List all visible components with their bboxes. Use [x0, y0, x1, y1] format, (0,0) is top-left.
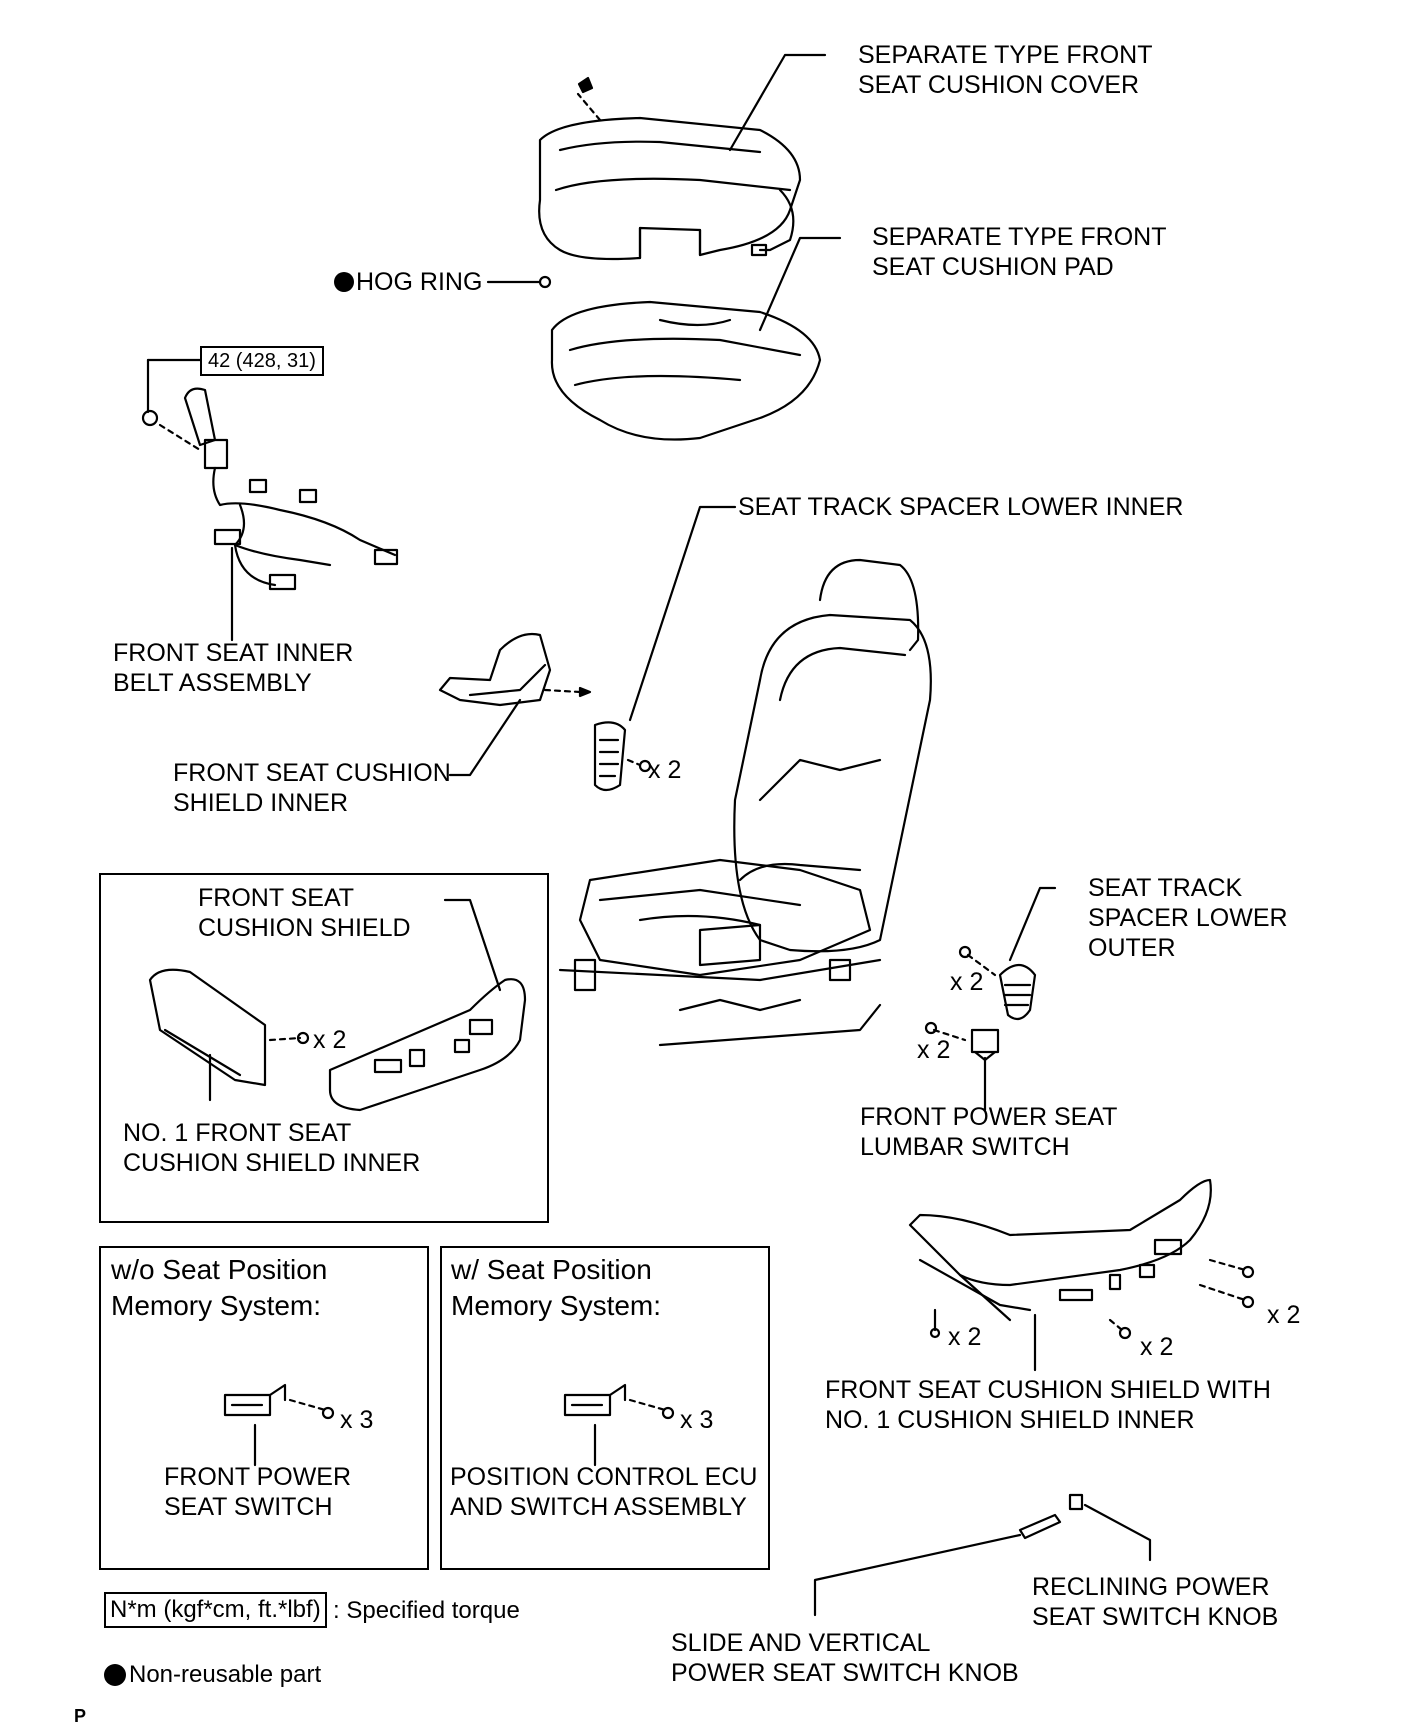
leader-lines: [146, 53, 1152, 1617]
switch-knobs: [1018, 1493, 1084, 1540]
multiplier-x2-lumbar: x 2: [917, 1036, 951, 1064]
cushion-shield-panels: [148, 968, 527, 1112]
multiplier-x3-ecu-switch: x 3: [680, 1406, 714, 1434]
page-mark: P: [74, 1706, 87, 1726]
multiplier-x2-shield-center: x 2: [1140, 1333, 1174, 1361]
legend-torque-unit-box: N*m (kgf*cm, ft.*lbf): [104, 1592, 327, 1628]
seat-assembly: [558, 558, 932, 1047]
with-memory-system-box: [440, 1246, 770, 1570]
multiplier-x2-shield-bottom: x 2: [948, 1323, 982, 1351]
torque-spec-box: 42 (428, 31): [200, 346, 324, 376]
multiplier-x2-spacer-inner: x 2: [648, 756, 682, 784]
legend-torque-description: : Specified torque: [333, 1597, 520, 1624]
cushion-shield-inner-part: [438, 632, 592, 707]
inner-belt-assembly: [141, 387, 399, 591]
label-front-seat-cushion-shield: FRONT SEAT CUSHION SHIELD: [198, 884, 411, 942]
label-front-power-seat-switch: FRONT POWER SEAT SWITCH: [164, 1463, 352, 1521]
cushion-shield-with-inner-part: [908, 1178, 1255, 1340]
spacer-lower-outer-and-lumbar-switch: [924, 945, 1037, 1062]
seat-cushion-cover: [538, 76, 802, 261]
legend-nonreusable-icon: [104, 1664, 126, 1686]
label-seat-cushion-cover: SEPARATE TYPE FRONT SEAT CUSHION COVER: [858, 41, 1153, 99]
without-memory-system-box: [99, 1246, 429, 1570]
label-cushion-shield-inner: FRONT SEAT CUSHION SHIELD INNER: [173, 759, 451, 817]
label-without-memory-system: w/o Seat Position Memory System:: [111, 1254, 328, 1321]
hog-ring-part: [486, 275, 552, 289]
front-power-seat-switch-part: [223, 1383, 335, 1420]
label-with-memory-system: w/ Seat Position Memory System:: [451, 1254, 662, 1321]
label-cushion-shield-with-no1-inner: FRONT SEAT CUSHION SHIELD WITH NO. 1 CUS…: [825, 1376, 1271, 1434]
multiplier-x2-shield-right: x 2: [1267, 1301, 1301, 1329]
multiplier-x3-power-switch: x 3: [340, 1406, 374, 1434]
label-seat-track-spacer-lower-inner: SEAT TRACK SPACER LOWER INNER: [738, 493, 1184, 521]
label-slide-vertical-knob: SLIDE AND VERTICAL POWER SEAT SWITCH KNO…: [671, 1629, 1019, 1687]
label-inner-belt-assembly: FRONT SEAT INNER BELT ASSEMBLY: [113, 639, 354, 697]
label-seat-cushion-pad: SEPARATE TYPE FRONT SEAT CUSHION PAD: [872, 223, 1167, 281]
nonreusable-bullet-icon: [334, 272, 354, 292]
seat-track-spacer-lower-inner: [593, 721, 652, 792]
label-reclining-knob: RECLINING POWER SEAT SWITCH KNOB: [1032, 1573, 1279, 1631]
label-seat-track-spacer-lower-outer: SEAT TRACK SPACER LOWER OUTER: [1088, 874, 1288, 962]
label-no1-cushion-shield-inner: NO. 1 FRONT SEAT CUSHION SHIELD INNER: [123, 1119, 421, 1177]
label-lumbar-switch: FRONT POWER SEAT LUMBAR SWITCH: [860, 1103, 1118, 1161]
position-ecu-switch-part: [563, 1383, 675, 1420]
label-position-control-ecu: POSITION CONTROL ECU AND SWITCH ASSEMBLY: [450, 1463, 758, 1521]
multiplier-x2-spacer-outer: x 2: [950, 968, 984, 996]
cushion-shield-group-box: [99, 873, 549, 1223]
label-hog-ring: HOG RING: [356, 268, 483, 296]
legend-nonreusable-description: Non-reusable part: [129, 1661, 322, 1688]
multiplier-x2-shield: x 2: [313, 1026, 347, 1054]
seat-cushion-pad: [550, 300, 822, 441]
